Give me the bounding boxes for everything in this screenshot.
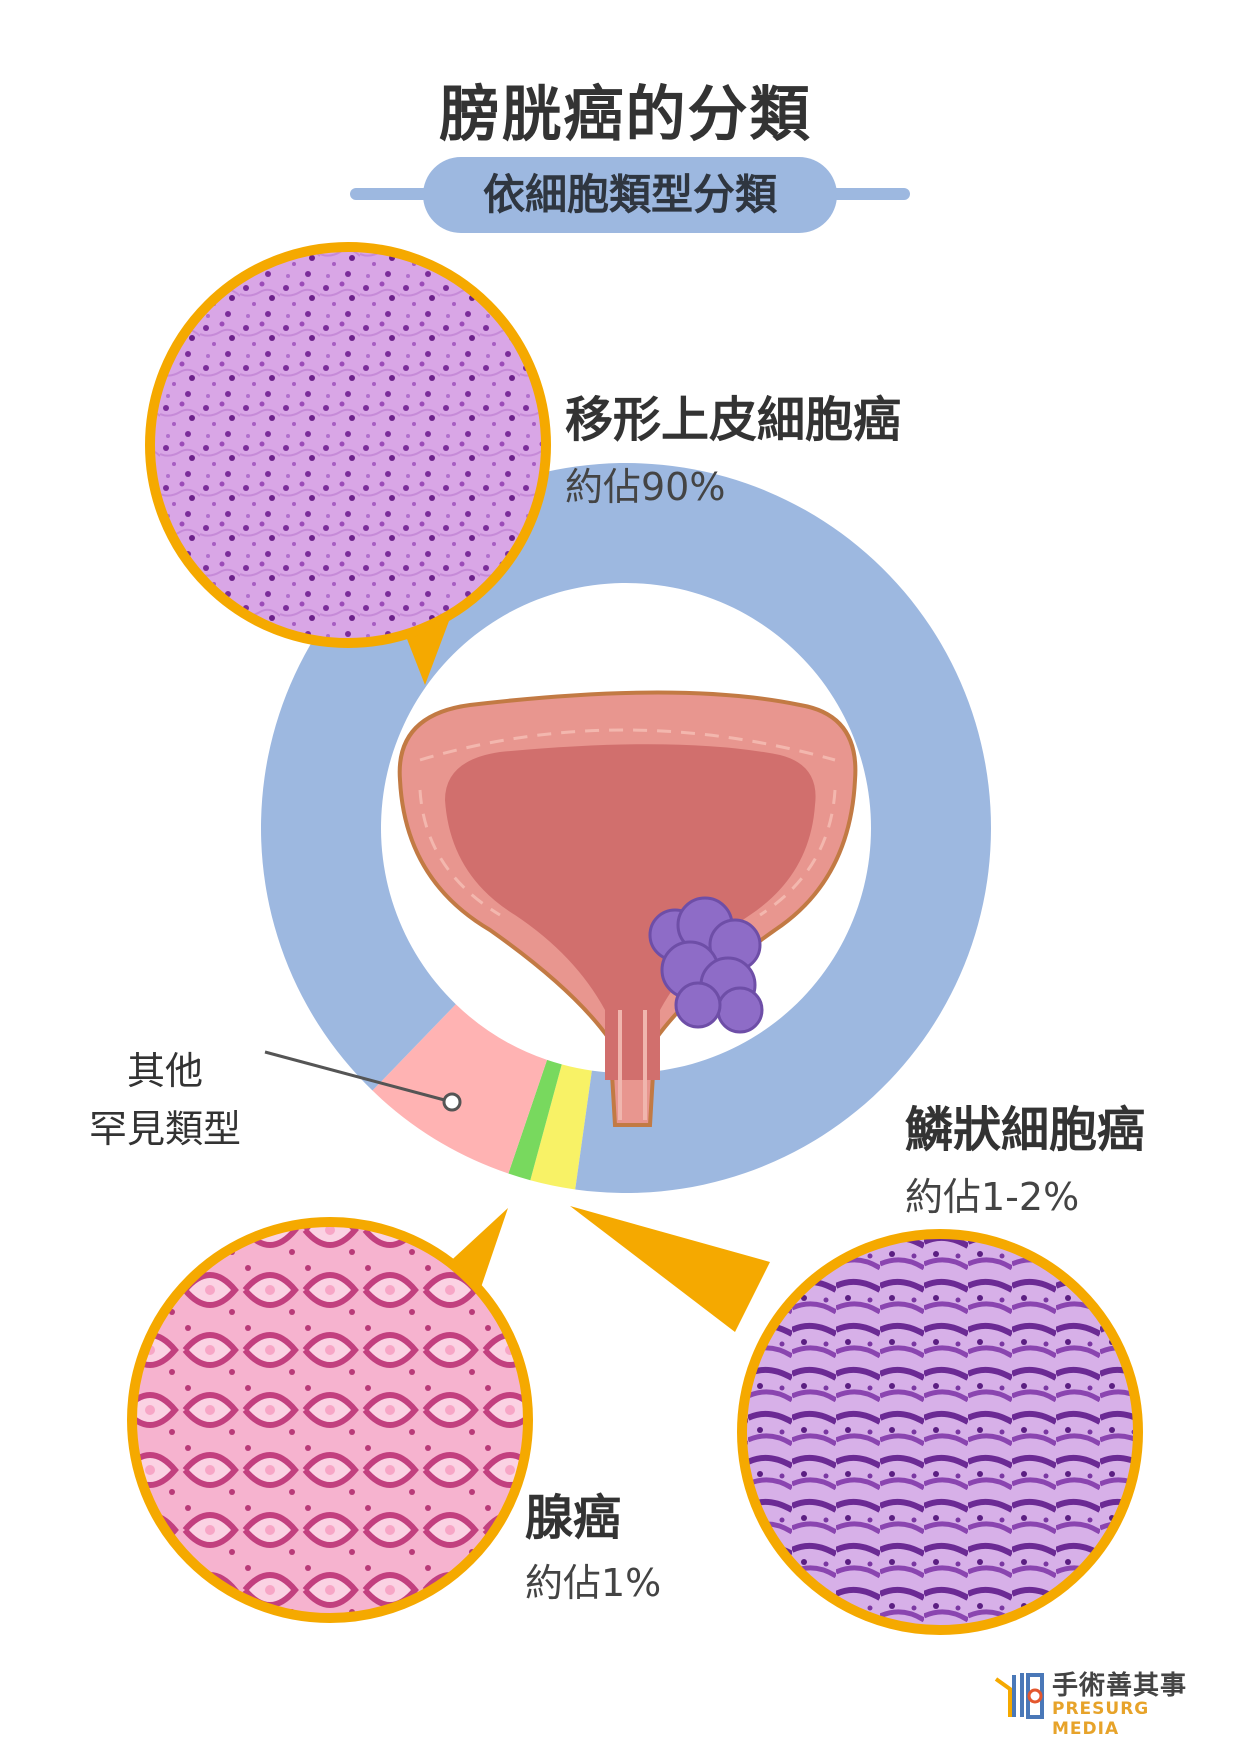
histology-circle-squamous	[737, 1229, 1143, 1635]
other-leader-dot	[442, 1092, 462, 1112]
label-adeno-name: 腺癌	[525, 1490, 622, 1546]
label-transitional-name: 移形上皮細胞癌	[565, 392, 902, 448]
brand-subtitle: PRESURG MEDIA	[1052, 1699, 1150, 1739]
label-squamous-name: 鱗狀細胞癌	[905, 1102, 1146, 1158]
histology-circle-adeno	[127, 1217, 533, 1623]
brand-name: 手術善其事	[1052, 1671, 1188, 1701]
subtitle-pill: 依細胞類型分類	[423, 157, 837, 233]
page-title: 膀胱癌的分類	[439, 80, 812, 150]
donut-chart	[261, 463, 992, 1193]
other-leader-line	[264, 1050, 453, 1104]
brand-logo: 手術善其事 PRESURG MEDIA	[990, 1665, 1220, 1739]
label-squamous-pct: 約佔1-2%	[905, 1175, 1080, 1219]
donut-segment-0	[261, 463, 992, 1193]
brand-logo-icon	[994, 1673, 1044, 1719]
label-other-line1: 其他	[126, 1049, 203, 1093]
tumor-illustration	[648, 896, 764, 1034]
histology-circle-transitional	[145, 242, 551, 648]
donut-segment-2	[508, 1059, 562, 1181]
bladder-illustration	[397, 690, 858, 1127]
label-other-line2: 罕見類型	[88, 1107, 241, 1151]
callout-pointer-squamous	[570, 1206, 770, 1332]
label-adeno-pct: 約佔1%	[525, 1561, 662, 1605]
label-transitional-pct: 約佔90%	[565, 465, 726, 509]
donut-segment-3	[530, 1064, 592, 1190]
donut-segment-1	[372, 1004, 548, 1174]
